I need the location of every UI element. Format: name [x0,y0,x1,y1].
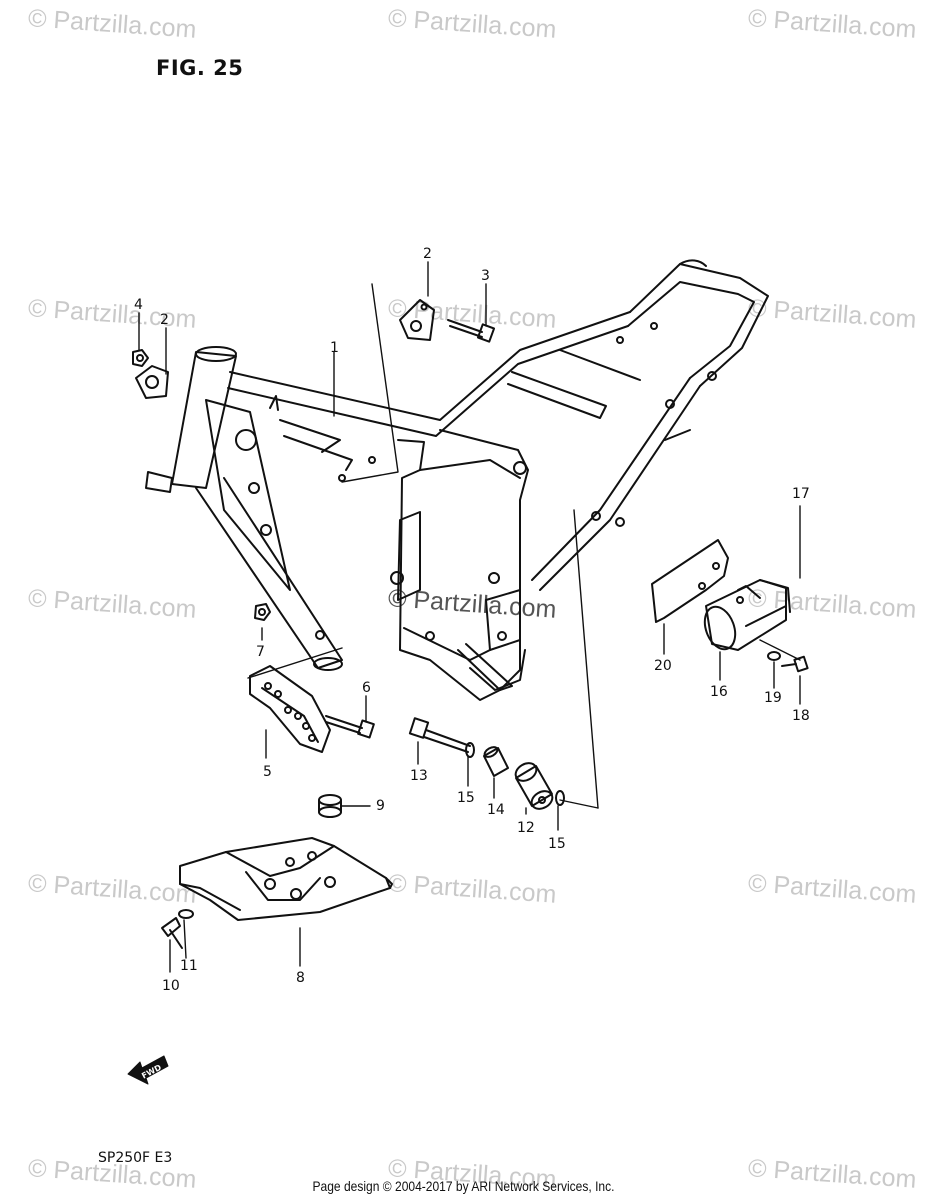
callout-15: 15 [457,790,475,806]
callout-12: 12 [517,820,535,836]
washer-11[interactable] [178,909,194,919]
callout-9: 9 [376,798,385,814]
bolt-6[interactable] [325,715,375,739]
callout-1: 1 [330,340,339,356]
bolt-13[interactable] [408,717,471,753]
engine-bracket[interactable] [249,665,331,753]
callout-labels: 1 2 2 3 4 5 6 7 8 9 10 11 12 13 14 15 15… [134,246,810,994]
callout-8: 8 [296,970,305,986]
cover-16[interactable] [699,579,787,653]
callout-19: 19 [764,690,782,706]
nut-4[interactable] [132,349,149,367]
callout-20: 20 [654,658,672,674]
callout-2: 2 [423,246,432,262]
callout-15: 15 [548,836,566,852]
bolt-3[interactable] [447,319,496,343]
skid-plate[interactable] [179,837,393,921]
band-17[interactable] [759,579,791,613]
washer-15a[interactable] [465,742,475,758]
screw-18[interactable] [781,655,809,673]
model-code: SP250F E3 [98,1150,173,1166]
callout-18: 18 [792,708,810,724]
mount-plate-left[interactable] [135,365,169,399]
callout-13: 13 [410,768,428,784]
callout-3: 3 [481,268,490,284]
callout-10: 10 [162,978,180,994]
bolt-10[interactable] [161,917,183,949]
washer-15b[interactable] [555,790,565,806]
cushion-9[interactable] [318,794,342,818]
leader-lines [138,261,801,973]
figure-title: FIG. 25 [156,56,244,80]
callout-11: 11 [180,958,198,974]
cushion-12[interactable] [512,760,555,813]
washer-19[interactable] [767,651,781,661]
footer-copyright: Page design © 2004-2017 by ARI Network S… [312,1178,615,1194]
callout-5: 5 [263,764,272,780]
callout-4: 4 [134,297,143,313]
callout-6: 6 [362,680,371,696]
callout-17: 17 [792,486,810,502]
fwd-arrow-icon: FWD [127,1055,169,1085]
callout-14: 14 [487,802,505,818]
frame[interactable] [145,259,769,701]
nut-7[interactable] [254,603,271,621]
mount-plate-top[interactable] [399,299,435,341]
cover-20[interactable] [651,539,729,623]
callout-7: 7 [256,644,265,660]
callout-2: 2 [160,312,169,328]
callout-16: 16 [710,684,728,700]
collar-14[interactable] [483,745,509,777]
